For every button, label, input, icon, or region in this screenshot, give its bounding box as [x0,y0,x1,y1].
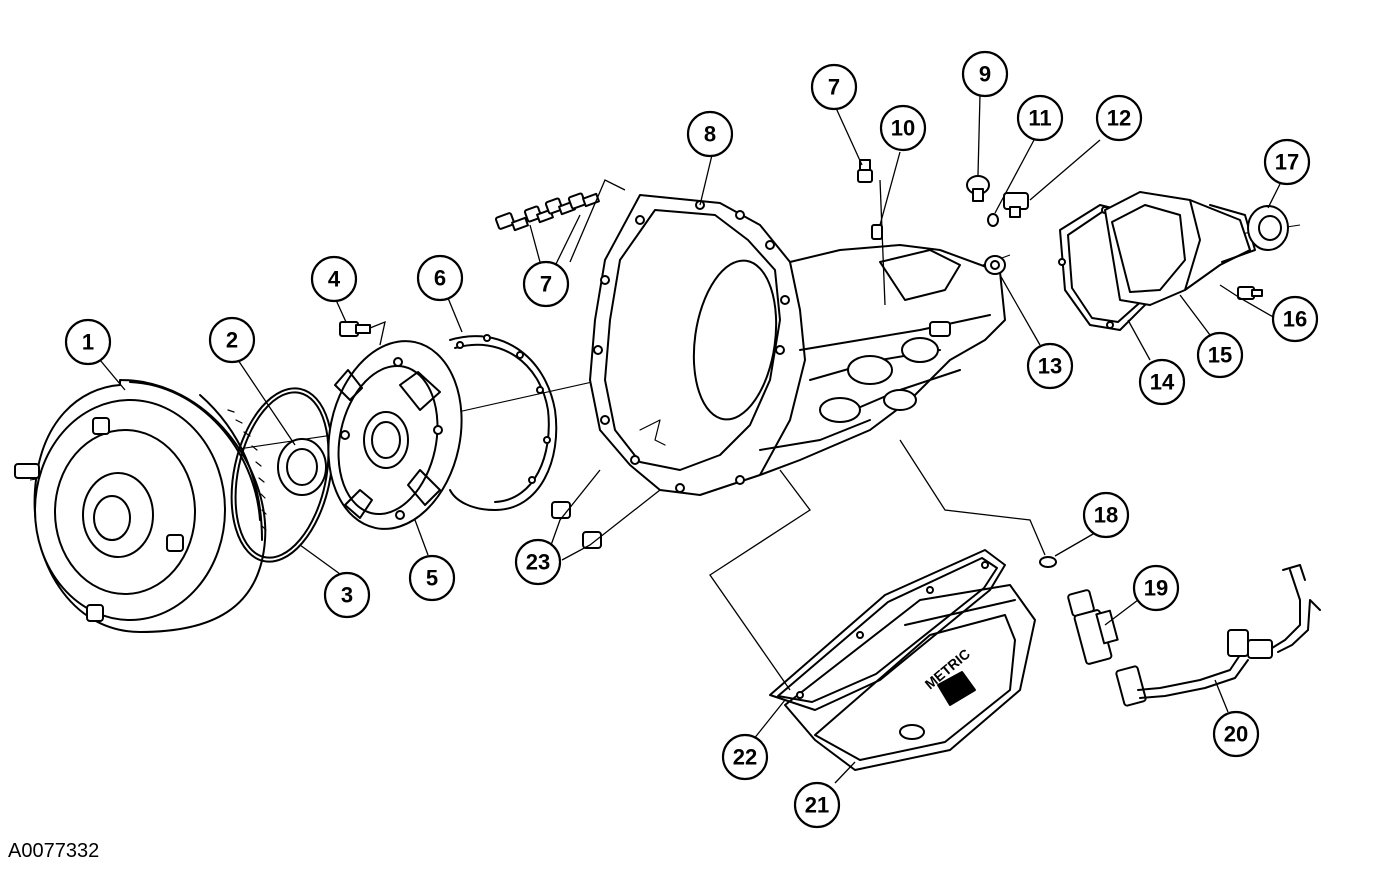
callout-17: 17 [1263,138,1311,186]
callout-2: 2 [208,316,256,364]
oil-pan: METRIC [784,584,1036,771]
callout-5: 5 [408,554,456,602]
pump-o-ring [230,387,334,563]
oil-pan-gasket [769,549,1006,711]
svg-text:12: 12 [1107,106,1131,131]
bolt-upper [857,159,873,183]
torque-converter [14,379,267,633]
svg-text:22: 22 [733,745,757,770]
callout-8: 8 [686,110,734,158]
pump-gasket [449,334,558,511]
bolt-group-left [494,192,600,232]
svg-text:7: 7 [828,75,840,100]
pump-seal [277,438,327,496]
svg-text:13: 13 [1038,354,1062,379]
pump-bolt [339,321,371,337]
svg-text:17: 17 [1275,150,1299,175]
callout-12: 12 [1095,94,1143,142]
svg-text:9: 9 [979,62,991,87]
speed-sensor [1003,192,1029,218]
callout-22: 22 [721,733,769,781]
callout-3: 3 [323,571,371,619]
wiring-harness [1115,564,1321,707]
callout-23: 23 [514,538,562,586]
small-fitting [871,224,883,240]
rear-seal [1247,205,1289,251]
svg-text:16: 16 [1283,307,1307,332]
callout-14: 14 [1138,358,1186,406]
svg-text:8: 8 [704,122,716,147]
callout-20: 20 [1212,710,1260,758]
callout-11: 11 [1016,94,1064,142]
callout-1: 1 [64,318,112,366]
callout-4: 4 [310,255,358,303]
sensor-o-ring [987,213,999,227]
case-nuts [551,501,602,549]
extension-housing [1104,191,1256,306]
svg-text:7: 7 [540,272,552,297]
svg-text:3: 3 [341,583,353,608]
case-nut [984,255,1006,275]
callout-21: 21 [793,781,841,829]
svg-text:2: 2 [226,328,238,353]
callout-9: 9 [961,50,1009,98]
callout-13: 13 [1026,342,1074,390]
callout-16: 16 [1271,295,1319,343]
svg-text:11: 11 [1028,106,1051,131]
vent-plug [966,175,990,202]
callout-6: 6 [416,254,464,302]
range-sensor [1067,589,1119,665]
svg-text:19: 19 [1144,576,1168,601]
sensor-o-ring-lower [1039,556,1057,568]
callout-10: 10 [879,104,927,152]
svg-text:1: 1 [82,330,94,355]
figure-id-label: A0077332 [8,840,100,862]
svg-text:14: 14 [1150,370,1175,395]
extension-bolt [1237,286,1263,300]
svg-text:10: 10 [891,116,915,141]
svg-text:4: 4 [328,267,341,292]
svg-text:5: 5 [426,566,438,591]
svg-text:23: 23 [526,550,550,575]
svg-text:20: 20 [1224,722,1248,747]
svg-text:15: 15 [1208,343,1232,368]
fluid-pump [327,340,463,530]
svg-text:6: 6 [434,266,446,291]
svg-text:21: 21 [805,793,829,818]
leader-lines [99,94,1281,784]
callout-19: 19 [1132,564,1180,612]
transmission-case [589,194,1006,496]
callout-7-left: 7 [522,260,570,308]
callout-7-upper: 7 [810,63,858,111]
callout-15: 15 [1196,331,1244,379]
svg-text:18: 18 [1094,503,1118,528]
callout-18: 18 [1082,491,1130,539]
